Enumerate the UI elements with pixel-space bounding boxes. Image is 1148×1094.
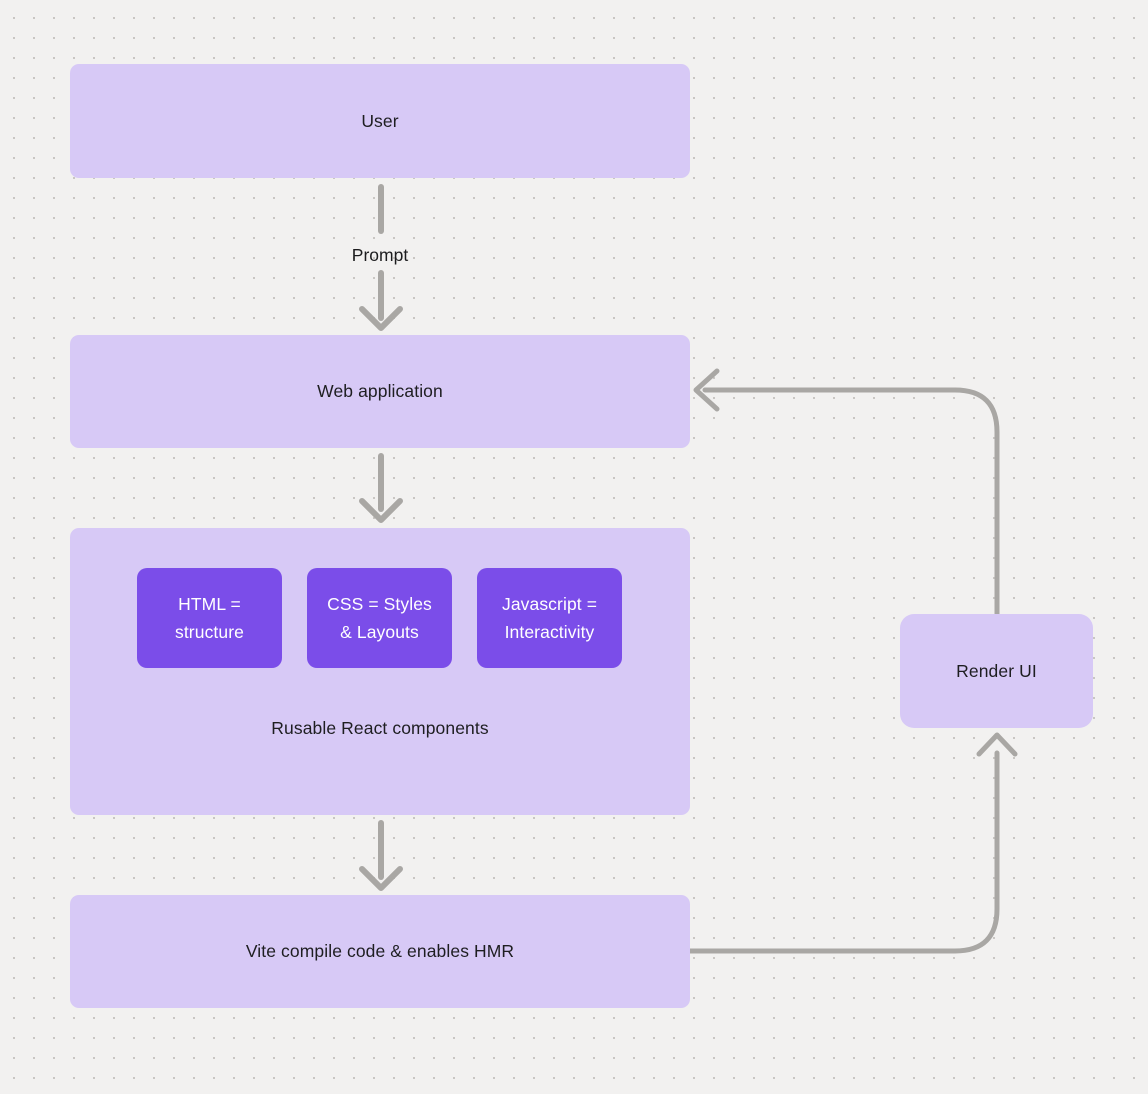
chip-html: HTML = structure <box>137 568 282 668</box>
chip-css-label: CSS = Styles & Layouts <box>327 594 432 642</box>
chip-css: CSS = Styles & Layouts <box>307 568 452 668</box>
arrow-render-to-webapp-shaft <box>702 387 1000 617</box>
components-group-caption: Rusable React components <box>271 718 489 738</box>
arrow-vite-to-render-head <box>976 732 1018 757</box>
arrow-vite-to-render-shaft <box>687 750 1000 954</box>
node-render-ui: Render UI <box>900 614 1093 728</box>
node-web-application-label: Web application <box>317 381 443 401</box>
node-user: User <box>70 64 690 178</box>
arrow-components-to-vite-head <box>359 866 403 891</box>
node-components-group: HTML = structure CSS = Styles & Layouts … <box>70 528 690 815</box>
node-vite: Vite compile code & enables HMR <box>70 895 690 1008</box>
arrow-render-to-webapp-head <box>693 368 720 412</box>
arrow-webapp-to-components-head <box>359 498 403 523</box>
chip-html-label: HTML = structure <box>175 594 244 642</box>
chip-javascript-label: Javascript = Interactivity <box>501 594 598 642</box>
node-render-ui-label: Render UI <box>956 660 1037 681</box>
node-user-label: User <box>361 110 399 131</box>
arrow-prompt-to-webapp-head <box>359 306 403 331</box>
edge-label-prompt: Prompt <box>351 245 409 265</box>
node-web-application: Web application <box>70 335 690 448</box>
chip-javascript: Javascript = Interactivity <box>477 568 622 668</box>
node-vite-label: Vite compile code & enables HMR <box>245 941 515 961</box>
